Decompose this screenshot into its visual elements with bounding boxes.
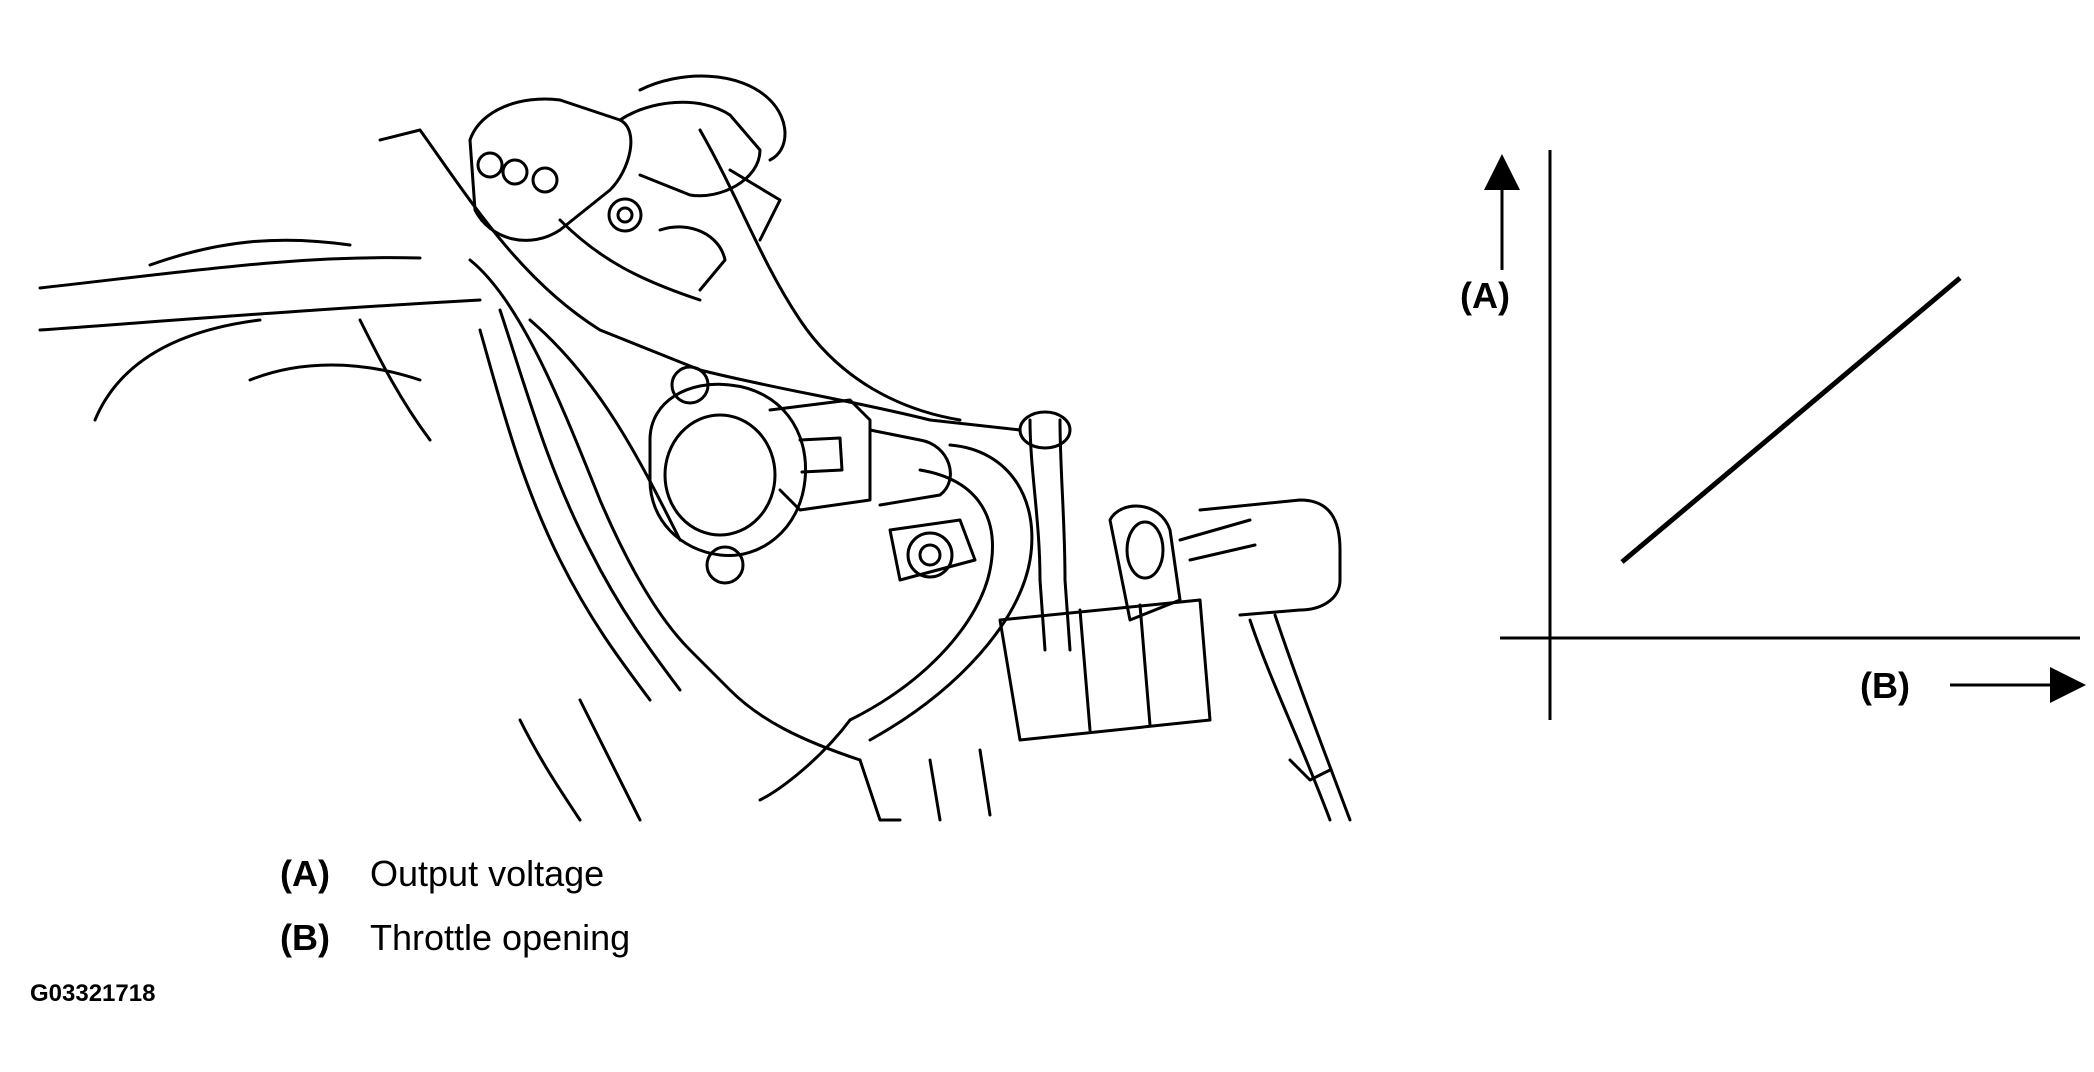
lower-block <box>1138 603 1152 727</box>
legend-text: Output voltage <box>370 853 605 894</box>
lower-cable <box>1273 613 1352 822</box>
sensor-connector <box>868 428 952 507</box>
connector-pin <box>476 151 504 179</box>
throttle-body-frame <box>468 258 862 762</box>
sensor-connector <box>768 398 872 512</box>
wire-harness <box>758 718 852 802</box>
frame-piece <box>978 748 992 817</box>
y-axis-label: (A) <box>1460 275 1510 316</box>
lower-block <box>998 598 1212 742</box>
bolt <box>906 531 954 579</box>
harness-line <box>38 256 422 290</box>
x-axis-label: (B) <box>1860 665 1910 706</box>
legend-key: (A) <box>280 853 330 894</box>
housing-outline <box>638 74 787 162</box>
throttle-body-frame <box>698 128 962 422</box>
sensor-housing <box>648 382 808 558</box>
connector-pin <box>501 158 529 186</box>
bracket <box>728 168 782 242</box>
harness-line <box>248 363 422 382</box>
pipe-fitting <box>1018 410 1072 450</box>
side-connector <box>1188 543 1257 562</box>
wire-harness <box>848 468 994 722</box>
pipe <box>1028 418 1047 652</box>
harness-line <box>148 238 352 267</box>
legend-text: Throttle opening <box>370 917 631 958</box>
lower-cable <box>1288 758 1332 782</box>
lower-block <box>1078 608 1092 732</box>
output-line <box>1620 276 1962 564</box>
tube <box>498 308 682 692</box>
frame-piece <box>578 698 642 822</box>
bolt <box>616 206 634 224</box>
throttle-body-illustration <box>38 74 1352 822</box>
throttle-body-frame <box>528 318 682 542</box>
mount-bracket <box>1108 504 1182 622</box>
harness-line <box>38 298 482 332</box>
side-connector <box>1198 498 1342 617</box>
legend-key: (B) <box>280 917 330 958</box>
pipe <box>1058 418 1072 652</box>
connector-body <box>468 97 633 242</box>
tube <box>478 328 652 702</box>
figure-id: G03321718 <box>30 980 156 1007</box>
bracket <box>658 225 727 292</box>
side-connector <box>1178 518 1252 542</box>
frame-piece <box>928 758 942 822</box>
connector-body <box>618 100 762 198</box>
connector-pin <box>531 166 559 194</box>
legend-item-b: (B) Throttle opening <box>280 916 630 960</box>
lower-cable <box>1248 618 1332 822</box>
frame-piece <box>518 718 582 822</box>
bolt <box>918 543 942 567</box>
mount-hole <box>1125 520 1165 580</box>
legend-item-a: (A) Output voltage <box>280 852 604 896</box>
throttle-body-frame <box>378 128 1022 432</box>
sensor-face <box>663 413 777 537</box>
sensor-screw <box>705 545 745 585</box>
harness-line <box>93 318 262 422</box>
bolt <box>607 197 643 233</box>
sensor-screw <box>670 365 710 405</box>
voltage-vs-opening-graph: (A) (B) <box>1460 150 2086 720</box>
bracket <box>888 518 977 582</box>
sensor-connector <box>798 436 844 474</box>
throttle-body-frame <box>558 218 702 302</box>
tube <box>358 318 432 442</box>
frame-piece <box>858 758 902 822</box>
wire-harness <box>868 443 1034 742</box>
